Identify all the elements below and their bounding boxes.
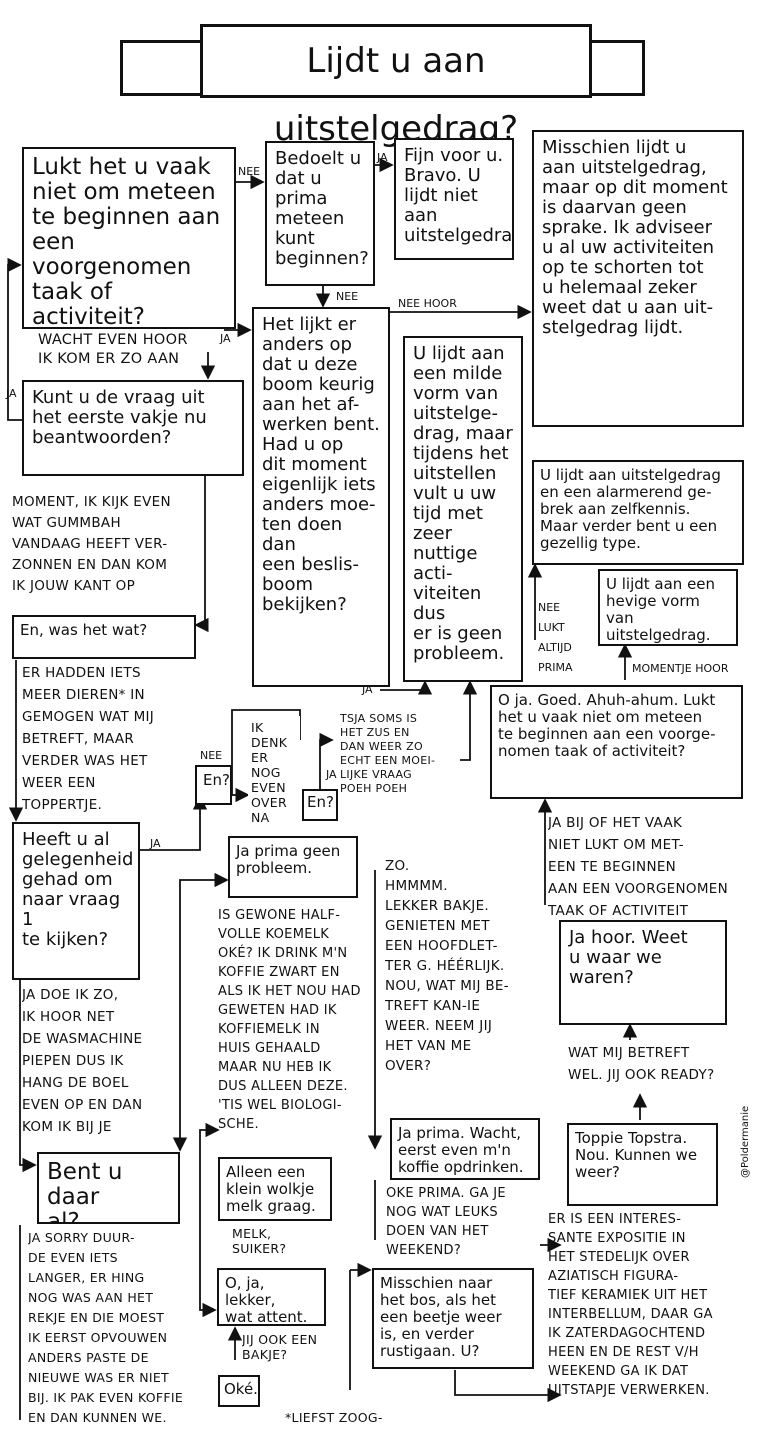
text-sorry: Ja sorry duur- de even iets langer, er h… xyxy=(28,1230,184,1425)
label-ja-1: JA xyxy=(377,151,388,164)
answer-box-oke: Oké. xyxy=(218,1375,260,1407)
page-title: Lijdt u aan uitstelgedrag? xyxy=(200,24,592,149)
text-box-think: Ik denk er nog even over na xyxy=(248,716,300,824)
label-ja-5: JA xyxy=(150,837,161,850)
question-box-en-1: En? xyxy=(195,765,232,805)
answer-box-mild: U lijdt aan een milde vorm van uitstelge… xyxy=(403,336,523,682)
question-box-ja-hoor: Ja hoor. Weet u waar we waren? xyxy=(559,920,727,1025)
answer-box-alarming: U lijdt aan uitstelgedrag en een alarmer… xyxy=(532,460,744,565)
text-wacht: Wacht even hoor ik kom er zo aan xyxy=(38,332,188,367)
text-jij-ook: Jij ook een bakje? xyxy=(242,1332,318,1362)
label-ja-left: JA xyxy=(6,387,17,400)
text-wat-mij: Wat mij betreft wel. Jij ook ready? xyxy=(568,1045,715,1083)
question-box-was-it: En, was het wat? xyxy=(12,615,196,659)
question-box-toppie: Toppie Topstra. Nou. Kunnen we weer? xyxy=(567,1123,718,1206)
signature: @Poldermanie xyxy=(740,1105,751,1178)
answer-box-maybe: Misschien lijdt u aan uitstelgedrag, maa… xyxy=(532,130,744,427)
answer-box-attent: O, ja, lekker, wat attent. xyxy=(217,1268,326,1326)
answer-box-no-procrastination: Fijn voor u. Bravo. U lijdt niet aan uit… xyxy=(394,138,514,260)
label-nee-1: NEE xyxy=(238,165,261,178)
text-dieren: Er hadden iets meer dieren* in gemogen w… xyxy=(22,665,155,813)
answer-box-severe: U lijdt aan een hevige vorm van uitstelg… xyxy=(598,569,738,646)
label-ja-2: JA xyxy=(220,332,231,345)
label-ja-4: JA xyxy=(326,768,337,781)
answer-box-bos: Misschien naar het bos, als het een beet… xyxy=(372,1268,534,1369)
answer-box-koffie: Ja prima. Wacht, eerst even m'n koffie o… xyxy=(390,1118,540,1180)
statement-box-tree: Het lijkt er anders op dat u deze boom k… xyxy=(252,307,390,687)
label-nee-altijd: NEE LUKT ALTIJD PRIMA xyxy=(538,601,573,674)
question-box-can-answer: Kunt u de vraag uit het eerste vakje nu … xyxy=(22,380,244,476)
label-momentje: MOMENTJE HOOR xyxy=(632,662,729,675)
text-melk: Melk, suiker? xyxy=(232,1226,287,1256)
question-box-bent-u-daar: Bent u daar al? xyxy=(37,1152,180,1224)
question-box-en-2: En? xyxy=(302,789,338,821)
label-nee-3: NEE xyxy=(200,749,223,762)
text-halfvolle: Is gewone half- volle koemelk oké? Ik dr… xyxy=(218,908,361,1132)
text-tsja: Tsja soms is het zus en dan weer zo echt… xyxy=(340,712,436,795)
question-box-first: Lukt het u vaak niet om meteen te beginn… xyxy=(22,147,236,329)
answer-box-wolkje: Alleen een klein wolkje melk graag. xyxy=(218,1157,332,1221)
text-zo: Zo. Hmmmm. Lekker bakje. Genieten met ee… xyxy=(385,858,509,1074)
banner-ribbon-left xyxy=(120,40,210,96)
question-box-oja: O ja. Goed. Ahuh-ahum. Lukt het u vaak n… xyxy=(490,685,743,799)
question-box-had-chance: Heeft u al gelegenheid gehad om naar vra… xyxy=(12,822,140,980)
text-wasmachine: Ja doe ik zo, ik hoor net de wasmachine … xyxy=(22,987,143,1135)
text-liefst: *Liefst zoog- xyxy=(285,1410,383,1425)
text-expositie: Er is een interes- sante expositie in he… xyxy=(548,1212,713,1398)
text-oke-prima: Oke prima. Ga je nog wat leuks doen van … xyxy=(386,1186,506,1258)
question-box-meant-prima: Bedoelt u dat u prima meteen kunt beginn… xyxy=(265,141,375,286)
label-nee-hoor: NEE HOOR xyxy=(398,297,457,310)
label-nee-2: NEE xyxy=(336,290,359,303)
label-ja-3: JA xyxy=(362,683,373,696)
answer-box-ja-prima: Ja prima geen probleem. xyxy=(228,836,358,898)
text-moment: Moment, ik kijk even wat Gummbah vandaag… xyxy=(12,494,171,594)
text-ja-bij: Ja bij of het vaak niet lukt om met- een… xyxy=(548,815,729,919)
